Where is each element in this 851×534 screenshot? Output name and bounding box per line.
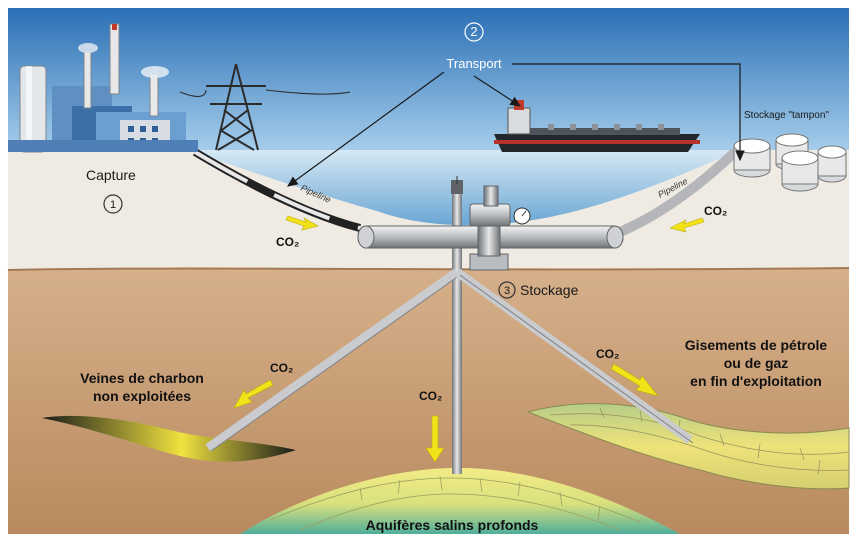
coal-label-line1: Veines de charbon	[80, 370, 204, 386]
co2-arrow-right	[669, 217, 705, 233]
co2-label-left: CO₂	[276, 235, 299, 249]
sea	[190, 150, 740, 226]
stockage-label: Stockage	[520, 282, 579, 298]
step-3-badge	[498, 281, 516, 299]
storage-tanks	[733, 133, 847, 192]
pipeline-right	[618, 148, 739, 237]
co2-arrows	[233, 215, 705, 463]
co2-label-oil: CO₂	[596, 347, 619, 361]
oil-label-line1: Gisements de pétrole	[685, 337, 828, 353]
aquifer-label: Aquifères salins profonds	[366, 517, 539, 533]
step-2-number: 2	[470, 24, 477, 39]
co2-label-coal: CO₂	[270, 361, 293, 375]
step-3-number: 3	[504, 285, 510, 297]
step-2-badge	[464, 22, 484, 42]
injection-wells	[205, 190, 694, 474]
aquifer-rock-pattern	[269, 475, 641, 531]
oil-label-line3: en fin d'exploitation	[690, 373, 822, 389]
step-1-badge	[103, 194, 123, 214]
power-pylon	[179, 63, 351, 151]
transport-arrows	[287, 63, 745, 187]
co2-label-aquifer: CO₂	[419, 389, 442, 403]
oil-rock-pattern	[549, 407, 850, 475]
wellhead	[451, 176, 531, 271]
coal-label-line2: non exploitées	[93, 388, 191, 404]
buffer-storage-label: Stockage "tampon"	[744, 110, 829, 121]
transport-label: Transport	[446, 56, 502, 71]
aquifer	[240, 467, 680, 534]
co2-label-right: CO₂	[704, 204, 727, 218]
co2-arrow-left	[285, 215, 319, 231]
subsoil	[8, 268, 849, 534]
co2-arrow-oil	[610, 363, 659, 397]
co2-arrow-aquifer	[425, 415, 445, 463]
co2-arrow-coal	[233, 379, 274, 409]
coal-seam	[42, 415, 296, 462]
oil-label-line2: ou de gaz	[724, 355, 789, 371]
pipeline-left	[192, 148, 362, 232]
step-1-number: 1	[110, 199, 116, 211]
capture-label: Capture	[86, 167, 136, 183]
power-plant	[8, 23, 198, 153]
